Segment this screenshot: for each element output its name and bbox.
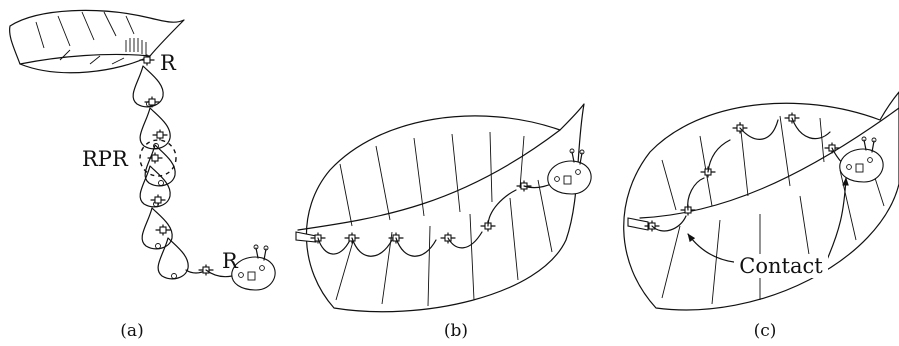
panel-c: Contact (c) (623, 91, 899, 341)
caption-a: (a) (120, 321, 143, 341)
caption-b: (b) (444, 321, 468, 341)
label-r-top: R (160, 51, 177, 75)
contact-label-bg (734, 254, 828, 278)
rpr-highlight-circle (139, 139, 177, 177)
leaf-a (9, 9, 185, 74)
caption-c: (c) (754, 321, 777, 341)
panel-a: R RPR R (a) (9, 9, 276, 341)
leaf-b (297, 103, 585, 313)
panel-b: (b) (295, 103, 592, 341)
label-rpr: RPR (82, 147, 129, 171)
label-r-head: R (222, 249, 239, 273)
contact-arrow-right (825, 177, 849, 263)
snake-body-c (627, 112, 884, 232)
snake-body-a (132, 54, 276, 291)
snake-body-b (295, 148, 592, 257)
label-contact: Contact (739, 254, 823, 278)
